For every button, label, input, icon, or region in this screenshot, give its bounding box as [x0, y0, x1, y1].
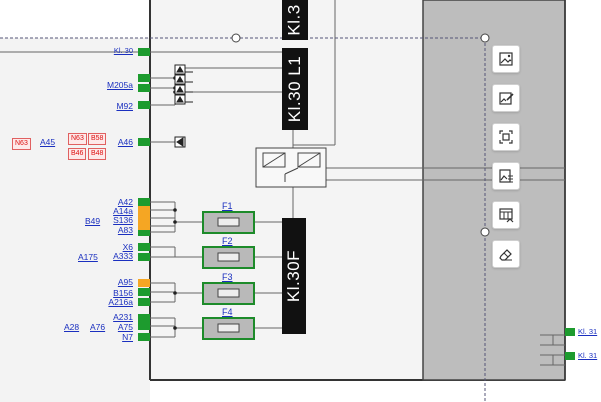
fuse-label-f3[interactable]: F3: [222, 272, 233, 282]
edit-image-icon: [499, 92, 514, 105]
bus-label-kl30-l1: Kl.30 L1: [282, 48, 308, 130]
label-a75[interactable]: A75: [117, 322, 133, 332]
label-kl31-a[interactable]: Kl. 31: [578, 327, 598, 336]
label-m92[interactable]: M92: [116, 101, 133, 111]
tag-n63[interactable]: N63: [68, 133, 87, 145]
label-a14a[interactable]: A14a: [113, 206, 133, 216]
label-a46[interactable]: A46: [117, 137, 133, 147]
label-n7[interactable]: N7: [122, 332, 133, 342]
label-a45[interactable]: A45: [40, 137, 56, 147]
label-kl31-b[interactable]: Kl. 31: [578, 351, 598, 360]
label-x6[interactable]: X6: [122, 242, 133, 252]
eraser-icon: [499, 249, 512, 261]
fuse-label-f1[interactable]: F1: [222, 201, 233, 211]
fit-frame-icon: [499, 130, 513, 144]
label-b49[interactable]: B49: [85, 216, 101, 226]
label-a216a[interactable]: A216a: [108, 297, 133, 307]
label-a231[interactable]: A231: [113, 312, 133, 322]
label-kl30[interactable]: Kl. 30: [113, 46, 133, 55]
edit-image-button[interactable]: [492, 84, 520, 112]
tag-b48[interactable]: B48: [88, 148, 107, 160]
tag-b58[interactable]: B58: [88, 133, 107, 145]
label-a83[interactable]: A83: [117, 225, 133, 235]
label-a28[interactable]: A28: [64, 322, 80, 332]
label-a175[interactable]: A175: [78, 252, 98, 262]
image-text-button[interactable]: [492, 162, 520, 190]
table-insert-button[interactable]: [492, 201, 520, 229]
bus-label-kl30f: Kl.30F: [282, 218, 306, 334]
table-insert-icon: [499, 208, 514, 223]
image-text-icon: [499, 169, 513, 183]
eraser-button[interactable]: [492, 240, 520, 268]
label-a333[interactable]: A333: [113, 251, 133, 261]
fuse-label-f2[interactable]: F2: [222, 236, 233, 246]
bus-label-kl3: Kl.3: [282, 0, 308, 40]
tag-b46[interactable]: B46: [68, 148, 87, 160]
label-m205a[interactable]: M205a: [107, 80, 133, 90]
label-a42[interactable]: A42: [117, 197, 133, 207]
fuse-label-f4[interactable]: F4: [222, 307, 233, 317]
label-a76[interactable]: A76: [90, 322, 106, 332]
insert-image-icon: [499, 52, 513, 66]
label-a95[interactable]: A95: [117, 277, 133, 287]
label-b156[interactable]: B156: [113, 288, 133, 298]
insert-image-button[interactable]: [492, 45, 520, 73]
fit-frame-button[interactable]: [492, 123, 520, 151]
label-s136[interactable]: S136: [113, 215, 133, 225]
tag-n63-left[interactable]: N63: [12, 138, 31, 150]
